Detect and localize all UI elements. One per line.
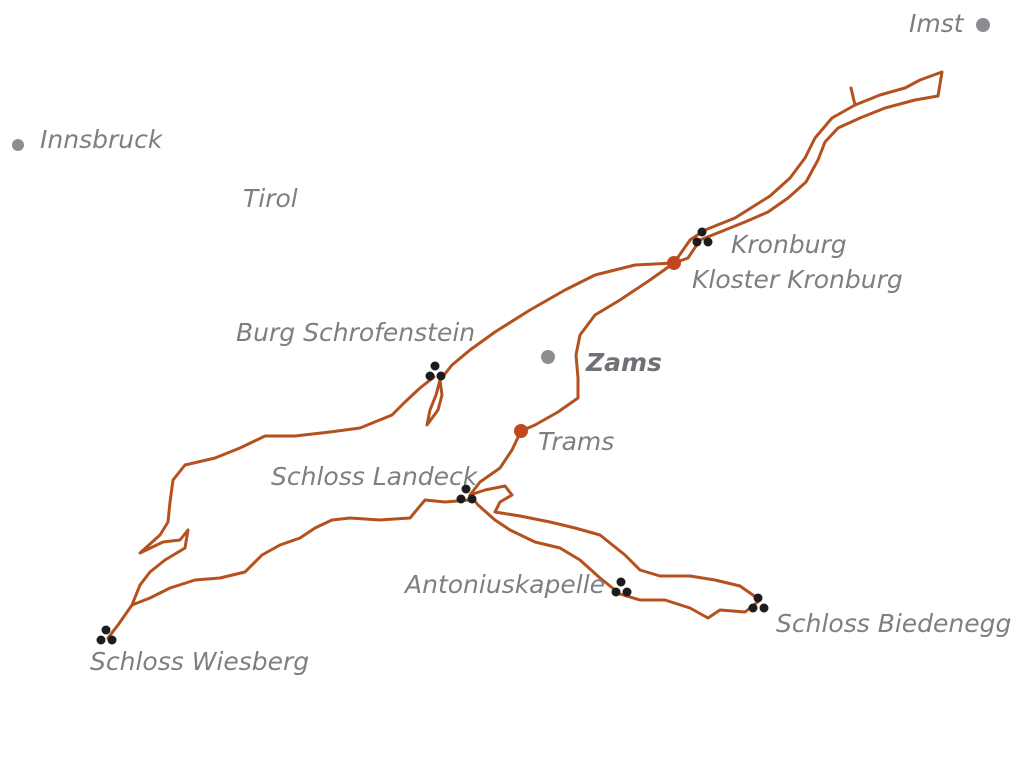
city-dot-imst [976, 18, 990, 32]
castle-ruin-icon [611, 577, 632, 597]
city-dot-zams [541, 350, 555, 364]
castle-ruin-icon [748, 593, 769, 613]
route-kronburg-loop [672, 70, 944, 265]
city-label-zams[interactable]: Zams [586, 348, 662, 377]
castle-label-antoniuskapelle[interactable]: Antoniuskapelle [405, 570, 606, 599]
stop-label-trams[interactable]: Trams [538, 427, 615, 456]
route-west-loop [106, 375, 436, 640]
castle-ruin-icon [96, 625, 117, 645]
route-southeast-loop [468, 484, 762, 620]
route-kronburg-spur [849, 86, 857, 107]
castle-label-schloss-biedenegg[interactable]: Schloss Biedenegg [776, 609, 1012, 638]
castle-label-burg-schrofenstein[interactable]: Burg Schrofenstein [236, 318, 476, 347]
castle-ruin-icon [692, 227, 713, 247]
castle-label-schloss-landeck[interactable]: Schloss Landeck [271, 462, 478, 491]
stop-dot-kloster-kronburg [667, 256, 681, 270]
stop-dot-trams [514, 424, 528, 438]
region-label-tirol: Tirol [243, 184, 298, 213]
castle-ruin-icon [425, 361, 446, 381]
route-central-inner [468, 261, 676, 497]
city-label-imst[interactable]: Imst [909, 9, 964, 38]
city-label-innsbruck[interactable]: Innsbruck [40, 125, 163, 154]
route-central-loop [425, 261, 676, 427]
castle-label-kronburg[interactable]: Kronburg [731, 230, 847, 259]
castle-label-schloss-wiesberg[interactable]: Schloss Wiesberg [90, 647, 310, 676]
castle-ruin-icon [456, 484, 477, 504]
route-west-lower [130, 498, 472, 607]
city-dot-innsbruck [12, 139, 24, 151]
stop-label-kloster-kronburg[interactable]: Kloster Kronburg [692, 265, 903, 294]
